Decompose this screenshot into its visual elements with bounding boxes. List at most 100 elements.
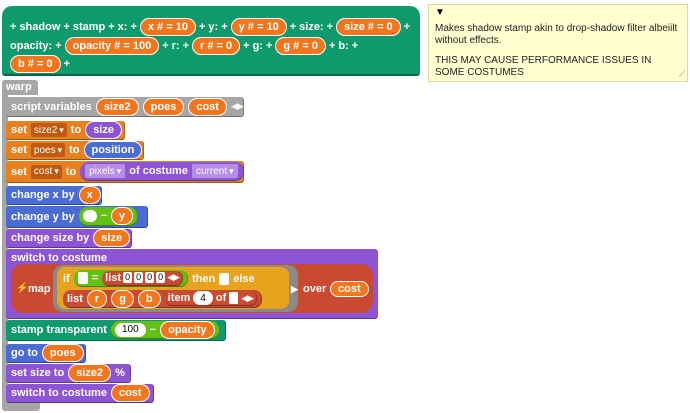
list-label: list	[105, 271, 122, 284]
minus-operator[interactable]: 100 − opacity	[110, 320, 220, 339]
plus-icon[interactable]: +	[130, 21, 137, 33]
comment-line-1: Makes shadow stamp akin to drop-shadow f…	[435, 23, 678, 46]
list-rgb-reporter[interactable]: list r g b item 4 of ◀▶	[63, 289, 263, 308]
go-to-label: go to	[11, 347, 38, 359]
var-dropdown-cost[interactable]: cost	[30, 164, 62, 179]
reporter-size2[interactable]: size2	[68, 364, 112, 382]
variadic-arrow-icon[interactable]: ▶	[291, 284, 298, 294]
minus-operator[interactable]: − y	[78, 207, 139, 226]
script-variables-block[interactable]: script variables size2 poes cost ◀▶	[6, 97, 244, 117]
param-r[interactable]: r # = 0	[192, 37, 241, 55]
plus-icon[interactable]: +	[221, 21, 228, 33]
empty-slot-icon[interactable]	[219, 272, 230, 285]
plus-icon[interactable]: +	[351, 40, 359, 52]
list-label: list	[67, 292, 83, 305]
change-size-label: change size by	[11, 232, 90, 244]
plus-icon[interactable]: +	[55, 40, 62, 52]
reporter-cost-map[interactable]: cost	[330, 281, 369, 297]
collapse-triangle-icon[interactable]: ▼	[435, 7, 445, 18]
variadic-arrows-icon[interactable]: ◀▶	[167, 272, 180, 282]
reporter-x[interactable]: x	[78, 186, 101, 204]
plus-icon[interactable]: +	[243, 40, 250, 52]
if-label: if	[63, 272, 70, 285]
change-size-block[interactable]: change size by size	[6, 229, 132, 248]
number-100[interactable]: 100	[114, 322, 146, 337]
list-item-3[interactable]: 0	[145, 272, 155, 283]
to-label: to	[69, 144, 80, 156]
plus-icon[interactable]: +	[63, 58, 70, 70]
plus-icon[interactable]: +	[289, 21, 297, 33]
list-reporter[interactable]: list 0 0 0 0 ◀▶	[102, 270, 183, 286]
var-poes[interactable]: poes	[142, 97, 185, 116]
comment-text[interactable]: Makes shadow stamp akin to drop-shadow f…	[435, 23, 681, 79]
comment-box[interactable]: ▼ Makes shadow stamp akin to drop-shadow…	[428, 4, 688, 82]
plus-icon[interactable]: +	[198, 21, 206, 33]
item-index-dropdown[interactable]: 4	[193, 291, 213, 305]
reporter-poes[interactable]: poes	[41, 344, 84, 362]
costume-dropdown[interactable]: current	[191, 164, 238, 178]
change-y-block[interactable]: change y by − y	[6, 206, 148, 228]
of-label: of	[215, 292, 227, 304]
list-item-4[interactable]: 0	[156, 272, 166, 283]
variadic-arrows-icon[interactable]: ◀▶	[230, 101, 244, 111]
var-dropdown-poes[interactable]: poes	[30, 143, 66, 157]
reporter-position[interactable]: position	[83, 141, 143, 159]
list-item-1[interactable]: 0	[123, 272, 133, 283]
reporter-opacity[interactable]: opacity	[160, 320, 215, 339]
reporter-g[interactable]: g	[111, 289, 134, 308]
reporter-b[interactable]: b	[137, 289, 161, 308]
param-size[interactable]: size # = 0	[336, 18, 401, 36]
empty-slot-icon[interactable]	[77, 272, 88, 284]
plus-icon[interactable]: +	[326, 21, 334, 33]
reporter-r[interactable]: r	[86, 289, 108, 308]
variadic-arrows-icon[interactable]: ◀▶	[241, 292, 254, 303]
var-size2[interactable]: size2	[95, 97, 139, 116]
var-cost[interactable]: cost	[188, 97, 227, 116]
stamp-transparent-block[interactable]: stamp transparent 100 − opacity	[6, 320, 226, 341]
set-cost-block[interactable]: set cost to pixels of costume current	[6, 161, 244, 183]
equals-predicate[interactable]: = list 0 0 0 0 ◀▶	[73, 270, 188, 287]
go-to-block[interactable]: go to poes	[6, 344, 86, 363]
param-x[interactable]: x # = 10	[139, 18, 196, 36]
item-of-reporter[interactable]: item 4 of ◀▶	[164, 291, 258, 306]
plus-icon[interactable]: +	[108, 21, 115, 33]
warp-block-top	[2, 80, 38, 95]
to-label: to	[70, 124, 82, 136]
plus-icon[interactable]: +	[182, 40, 190, 52]
param-y[interactable]: y # = 10	[230, 18, 287, 36]
param-opacity[interactable]: opacity # = 100	[64, 37, 160, 55]
set-size-block[interactable]: set size to size2 %	[6, 364, 131, 383]
set-poes-block[interactable]: set poes to position	[6, 141, 144, 160]
plus-icon[interactable]: +	[162, 40, 169, 52]
list-item-2[interactable]: 0	[134, 272, 144, 283]
plus-icon[interactable]: +	[63, 21, 70, 33]
else-row: list r g b item 4 of ◀▶	[63, 289, 263, 308]
plus-icon[interactable]: +	[403, 21, 411, 33]
script-variables-label: script variables	[11, 100, 92, 113]
attribute-of-costume-reporter[interactable]: pixels of costume current	[80, 162, 244, 181]
warp-block[interactable]	[2, 80, 8, 404]
reporter-y[interactable]: y	[111, 207, 134, 225]
param-b[interactable]: b # = 0	[10, 55, 61, 73]
hat-row-1: + shadow + stamp + x: + x # = 10 + y: + …	[10, 18, 410, 36]
var-dropdown-size2[interactable]: size2	[30, 123, 67, 137]
of-costume-label: of costume	[129, 165, 188, 177]
reporter-size[interactable]: size	[85, 121, 122, 139]
plus-icon[interactable]: +	[10, 21, 17, 33]
label-size: size:	[299, 21, 324, 33]
change-x-block[interactable]: change x by x	[6, 186, 102, 205]
block-name-shadow: shadow	[19, 21, 61, 33]
plus-icon[interactable]: +	[328, 40, 336, 52]
set-size2-block[interactable]: set size2 to size	[6, 121, 125, 140]
resize-handle-icon[interactable]: ⟋	[678, 69, 685, 79]
reporter-cost[interactable]: cost	[110, 384, 150, 402]
label-opacity: opacity:	[10, 40, 53, 52]
reporter-size-param[interactable]: size	[93, 229, 131, 247]
plus-icon[interactable]: +	[265, 40, 273, 52]
empty-number-slot[interactable]	[82, 210, 97, 222]
attribute-dropdown[interactable]: pixels	[85, 164, 126, 178]
param-g[interactable]: g # = 0	[275, 37, 326, 55]
set-label: set	[11, 165, 27, 178]
set-size-label: set size to	[11, 367, 65, 379]
switch-costume-block[interactable]: switch to costume cost	[6, 384, 154, 403]
